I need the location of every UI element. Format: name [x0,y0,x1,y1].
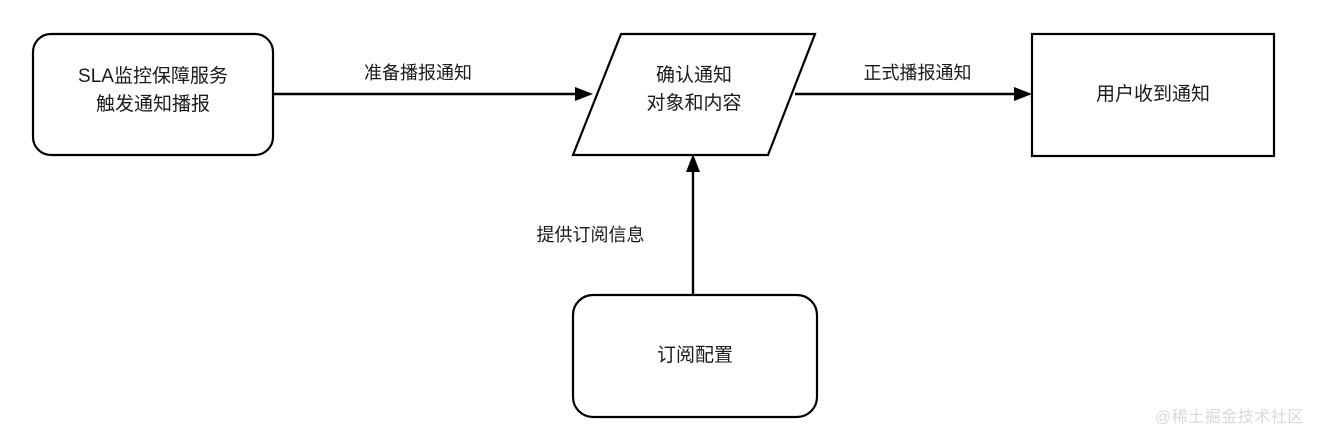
node-sla-trigger-shape[interactable] [31,32,275,157]
node-confirm-target-shape[interactable] [571,32,817,157]
edge-prepare-label: 准备播报通知 [293,61,543,85]
edge-prepare-arrowhead [575,87,593,101]
edge-formal-arrowhead [1014,87,1032,101]
node-user-receives-shape[interactable] [1030,32,1276,158]
node-subscription-config-shape[interactable] [571,293,819,419]
edge-formal-label: 正式播报通知 [810,61,1025,85]
edge-provide-label: 提供订阅信息 [503,223,678,247]
watermark-text: @稀土掘金技术社区 [1155,409,1304,426]
edge-provide-arrowhead [686,154,700,172]
